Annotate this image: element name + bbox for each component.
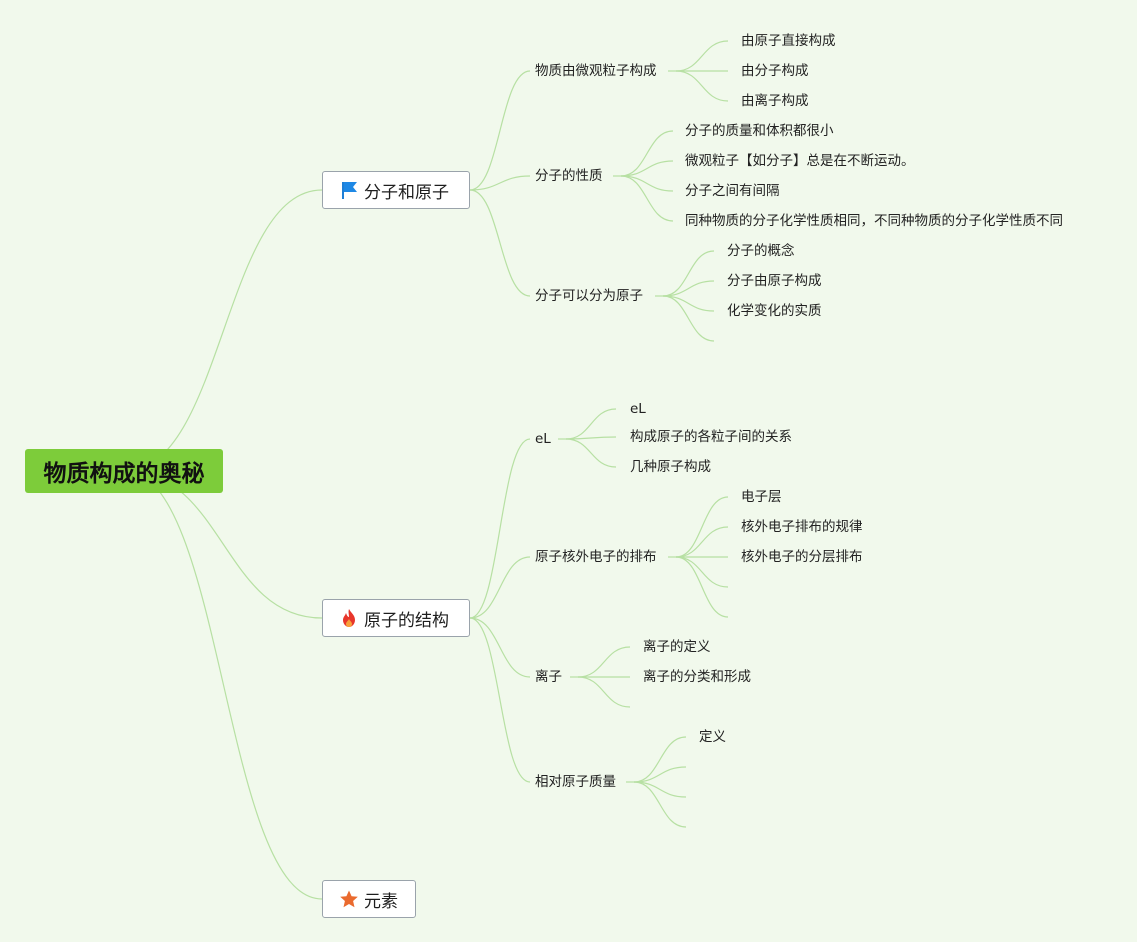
fire-icon: [343, 609, 355, 627]
subtopic[interactable]: 原子核外电子的排布: [535, 549, 657, 565]
connector-line: [662, 295, 715, 312]
leaf-node[interactable]: 电子层: [741, 489, 782, 505]
leaf-node[interactable]: 核外电子排布的规律: [741, 519, 863, 535]
connector-line: [124, 470, 323, 619]
connector-line: [633, 736, 687, 783]
connector-line: [620, 160, 674, 177]
connector-line: [124, 189, 323, 472]
connector-line: [469, 438, 531, 619]
connector-line: [577, 646, 631, 678]
leaf-node[interactable]: 由分子构成: [741, 63, 809, 79]
leaf-node[interactable]: 定义: [699, 729, 726, 745]
root-topic-label: 物质构成的奥秘: [43, 461, 205, 487]
leaf-node[interactable]: 由离子构成: [741, 93, 809, 109]
leaf-node[interactable]: 化学变化的实质: [727, 303, 822, 319]
connector-line: [620, 175, 674, 192]
subtopic[interactable]: 物质由微观粒子构成: [535, 63, 657, 79]
connector-line: [620, 130, 674, 177]
leaf-node[interactable]: 分子的质量和体积都很小: [685, 123, 834, 139]
connector-line: [469, 189, 531, 297]
connector-line: [577, 676, 631, 708]
connector-line: [662, 280, 715, 297]
connector-line: [469, 617, 531, 678]
connector-line: [675, 556, 729, 588]
leaf-node[interactable]: 微观粒子【如分子】总是在不断运动。: [685, 153, 915, 169]
topic-label: 元素: [364, 891, 398, 912]
connector-line: [675, 40, 729, 72]
leaf-node[interactable]: 构成原子的各粒子间的关系: [630, 429, 792, 445]
connector-line: [565, 438, 617, 468]
subtopic[interactable]: eL: [535, 431, 551, 447]
connector-line: [565, 408, 617, 440]
connector-line: [633, 766, 687, 783]
leaf-node[interactable]: 由原子直接构成: [741, 33, 836, 49]
topic-label: 原子的结构: [364, 610, 449, 631]
leaf-node[interactable]: 核外电子的分层排布: [741, 549, 863, 565]
subtopic[interactable]: 分子可以分为原子: [535, 288, 643, 304]
connector-line: [675, 496, 729, 558]
leaf-node[interactable]: 几种原子构成: [630, 459, 711, 475]
connector-line: [675, 526, 729, 558]
leaf-node[interactable]: eL: [630, 401, 646, 417]
root-topic[interactable]: 物质构成的奥秘: [25, 449, 223, 493]
connector-line: [662, 295, 715, 342]
connector-line: [675, 556, 729, 618]
connector-line: [675, 70, 729, 102]
star-icon: [340, 890, 358, 908]
flag-icon: [342, 182, 357, 199]
connector-line: [620, 175, 674, 222]
connector-line: [124, 470, 323, 900]
leaf-node[interactable]: 分子之间有间隔: [685, 183, 780, 199]
leaf-node[interactable]: 同种物质的分子化学性质相同，不同种物质的分子化学性质不同: [685, 213, 1063, 229]
connector-line: [469, 70, 531, 191]
leaf-node[interactable]: 离子的分类和形成: [643, 669, 751, 685]
topic-elements[interactable]: 元素: [322, 880, 416, 918]
connector-line: [662, 250, 715, 297]
connector-line: [633, 781, 687, 828]
topic-molecules-atoms[interactable]: 分子和原子: [322, 171, 470, 209]
subtopic[interactable]: 离子: [535, 669, 562, 685]
leaf-node[interactable]: 分子的概念: [727, 243, 795, 259]
leaf-node[interactable]: 离子的定义: [643, 639, 711, 655]
connector-line: [469, 617, 531, 783]
topic-label: 分子和原子: [364, 182, 449, 203]
subtopic[interactable]: 相对原子质量: [535, 774, 616, 790]
topic-atom-structure[interactable]: 原子的结构: [322, 599, 470, 637]
connector-line: [469, 556, 531, 619]
leaf-node[interactable]: 分子由原子构成: [727, 273, 822, 289]
subtopic[interactable]: 分子的性质: [535, 168, 603, 184]
connector-line: [469, 175, 531, 191]
connector-line: [633, 781, 687, 798]
